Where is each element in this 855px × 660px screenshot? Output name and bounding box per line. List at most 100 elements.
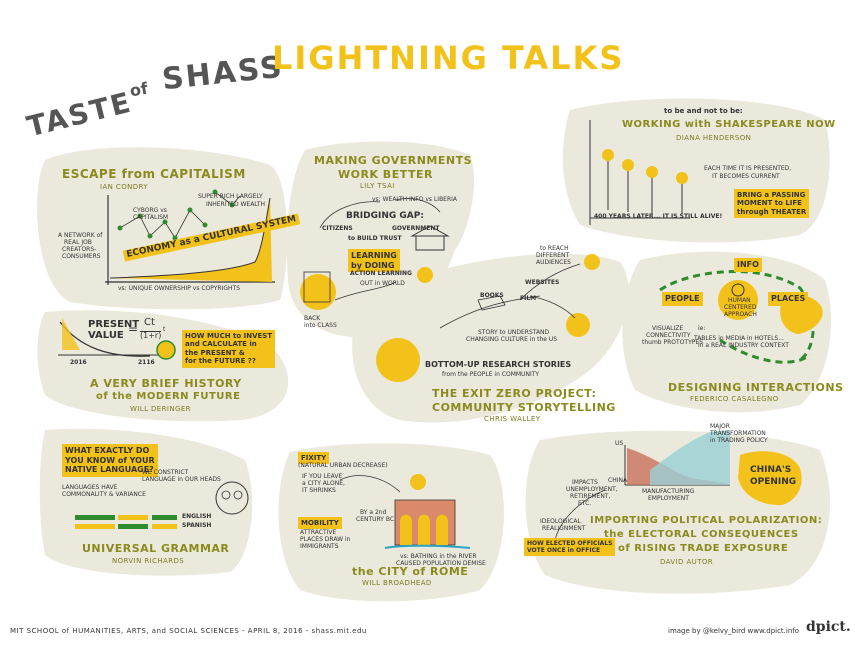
- rome-leave2: a CITY ALONE,: [302, 480, 345, 487]
- rome-natural: (NATURAL URBAN DECREASE): [298, 462, 388, 469]
- escape-ownership: vs: UNIQUE OWNERSHIP vs COPYRIGHTS: [118, 285, 241, 292]
- grammar-english: ENGLISH: [182, 513, 212, 520]
- shakespeare-years: 400 YEARS LATER... IT IS STILL ALIVE!: [594, 213, 723, 220]
- interactions-speaker: FEDERICO CASALEGNO: [690, 395, 779, 403]
- grammar-title: UNIVERSAL GRAMMAR: [82, 542, 230, 555]
- rome-attract1: ATTRACTIVE: [300, 529, 337, 536]
- history-formula-top: Ct: [144, 317, 155, 328]
- history-formula-exp: t: [163, 326, 166, 333]
- history-year-right: 2116: [138, 359, 155, 366]
- exitzero-websites: WEBSITES: [525, 279, 560, 286]
- shakespeare-bring2: MOMENT to LIFE: [737, 199, 802, 208]
- shakespeare-speaker: DIANA HENDERSON: [676, 134, 752, 142]
- exitzero-reach2: DIFFERENT: [536, 252, 570, 259]
- shakespeare-pre: to be and not to be:: [664, 107, 743, 115]
- footer-credit: image by @kelvy_bird www.dpict.info: [668, 627, 800, 635]
- history-pv2: VALUE: [88, 330, 124, 341]
- escape-super-rich: SUPER RICH LARGELY: [198, 193, 263, 200]
- polarization-elected1: HOW ELECTED OFFICIALS: [527, 540, 613, 547]
- polarization-speaker: DAVID AUTOR: [660, 558, 714, 566]
- blob-exitzero: [352, 253, 629, 423]
- grammar-q2: YOU KNOW of YOUR: [65, 455, 155, 465]
- history-year-left: 2016: [70, 359, 87, 366]
- polarization-china: CHINA: [608, 477, 628, 484]
- rome-leave3: IT SHRINKS: [302, 487, 336, 494]
- polarization-impacts2: UNEMPLOYMENT,: [566, 486, 618, 493]
- history-title1: A VERY BRIEF HISTORY: [90, 377, 242, 390]
- history-question2: and CALCULATE in: [185, 340, 257, 349]
- header-title-part2: of: [128, 78, 150, 101]
- rome-century2: CENTURY BC: [356, 516, 395, 523]
- blob-rome: [278, 443, 504, 602]
- history-formula-eq: =: [128, 322, 139, 336]
- exitzero-film: FILM: [520, 295, 537, 302]
- rome-title: the CITY of ROME: [352, 565, 469, 578]
- grammar-lang2: COMMONALITY & VARIANCE: [62, 491, 146, 498]
- history-question1: HOW MUCH to INVEST: [185, 332, 273, 340]
- exitzero-reach3: AUDIENCES: [536, 259, 571, 266]
- shakespeare-each2: IT BECOMES CURRENT: [712, 173, 780, 180]
- interactions-places: PLACES: [768, 292, 809, 306]
- exitzero-story1: STORY to UNDERSTAND: [478, 329, 550, 336]
- governments-world: OUT in WORLD: [360, 280, 405, 287]
- governments-wealth: vs: WEALTH INFO vs LIBERIA: [372, 196, 458, 203]
- shakespeare-each1: EACH TIME IT IS PRESENTED,: [704, 165, 792, 172]
- rome-attract3: IMMIGRANTS: [300, 543, 339, 550]
- exitzero-story2: CHANGING CULTURE in the US: [466, 336, 558, 343]
- rome-attract2: PLACES DRAW in: [300, 536, 351, 543]
- polarization-manuf2: EMPLOYMENT: [648, 495, 689, 502]
- interactions-title: DESIGNING INTERACTIONS: [668, 381, 844, 394]
- polarization-title1: IMPORTING POLITICAL POLARIZATION:: [590, 515, 823, 526]
- history-question3: the PRESENT &: [185, 348, 245, 357]
- shakespeare-title: WORKING with SHAKESPEARE NOW: [622, 119, 836, 130]
- history-question4: for the FUTURE ??: [185, 357, 256, 366]
- rome-fixity: FIXITY: [298, 452, 330, 465]
- interactions-tables1: TABLES in MEDIA in HOTELS...: [694, 335, 784, 342]
- shakespeare-bring1: BRING a PASSING: [737, 191, 806, 199]
- exitzero-books: BOOKS: [480, 292, 504, 299]
- grammar-spanish: SPANISH: [182, 522, 212, 529]
- polarization-impacts3: RETIREMENT,: [570, 493, 611, 500]
- governments-citizens: CITIZENS: [322, 225, 353, 232]
- exitzero-research1: BOTTOM-UP RESEARCH STORIES: [425, 360, 572, 369]
- shakespeare-bring3: through THEATER: [737, 207, 807, 216]
- polarization-impacts4: ETC.: [578, 500, 592, 507]
- interactions-visualize3: thumb PROTOTYPES: [642, 339, 703, 346]
- history-question-box: HOW MUCH to INVEST and CALCULATE in the …: [182, 330, 276, 368]
- shakespeare-bring-box: BRING a PASSING MOMENT to LIFE through T…: [734, 189, 810, 219]
- exitzero-speaker: CHRIS WALLEY: [484, 415, 541, 423]
- escape-network1: A NETWORK of: [58, 232, 103, 239]
- footer-logo: dpict.: [806, 619, 851, 635]
- grammar-construct1: WE CONSTRICT: [142, 469, 189, 476]
- interactions-ie: ie:: [698, 325, 706, 332]
- polarization-major3: in TRADING POLICY: [710, 437, 768, 444]
- history-title2: of the MODERN FUTURE: [96, 391, 241, 402]
- exitzero-reach1: to REACH: [540, 245, 569, 252]
- polarization-elected2: VOTE ONCE in OFFICE: [527, 547, 601, 555]
- rome-bathing2: CAUSED POPULATION DEMISE: [396, 560, 486, 567]
- governments-back1: BACK: [304, 315, 321, 322]
- history-formula-bottom: (1+r): [140, 331, 162, 340]
- polarization-elected-box: HOW ELECTED OFFICIALS VOTE ONCE in OFFIC…: [524, 538, 616, 557]
- governments-trust: to BUILD TRUST: [348, 235, 402, 242]
- grammar-q3: NATIVE LANGUAGE?: [65, 465, 154, 475]
- escape-speaker: IAN CONDRY: [100, 183, 149, 191]
- exitzero-title1: THE EXIT ZERO PROJECT:: [432, 387, 597, 400]
- polarization-opening1: CHINA'S: [750, 465, 792, 475]
- grammar-q1: WHAT EXACTLY DO: [65, 446, 150, 455]
- polarization-opening2: OPENING: [750, 477, 797, 487]
- interactions-human1: HUMAN: [728, 297, 751, 304]
- polarization-ideo1: IDEOLOGICAL: [540, 518, 581, 525]
- polarization-impacts1: IMPACTS: [572, 479, 598, 486]
- governments-title2: WORK BETTER: [338, 168, 433, 181]
- escape-network2: REAL JOB: [64, 239, 92, 246]
- header-title-part4: LIGHTNING TALKS: [272, 39, 625, 77]
- interactions-info: INFO: [734, 258, 762, 272]
- governments-action: ACTION LEARNING: [350, 270, 412, 277]
- polarization-title2: the ELECTORAL CONSEQUENCES: [604, 529, 799, 540]
- blob-interactions: [622, 251, 832, 413]
- exitzero-research2: from the PEOPLE in COMMUNITY: [442, 371, 540, 378]
- history-speaker: WILL DERINGER: [130, 405, 191, 413]
- grammar-construct2: LANGUAGE in OUR HEADS: [142, 476, 221, 483]
